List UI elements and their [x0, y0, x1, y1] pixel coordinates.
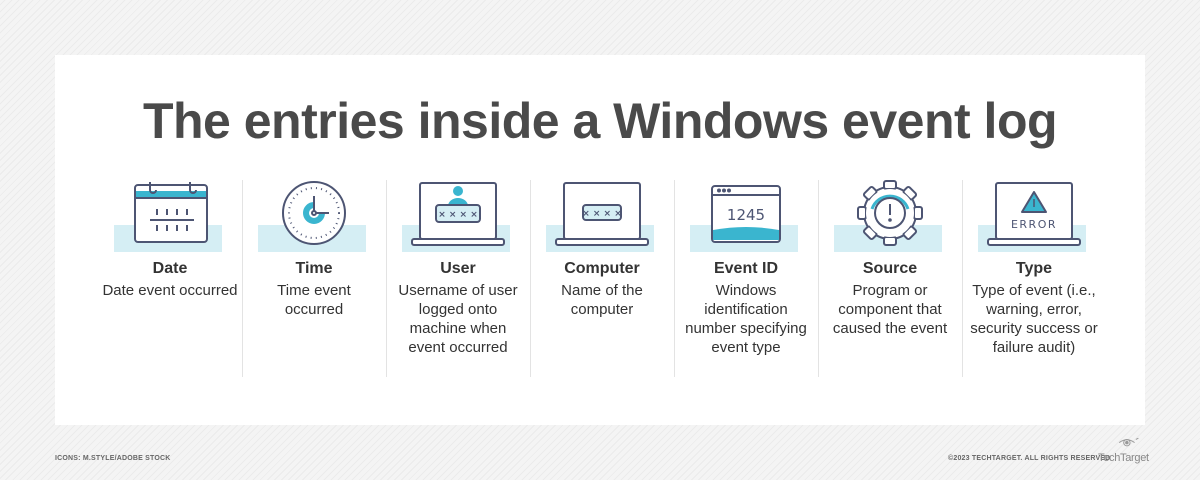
- divider: [962, 180, 963, 377]
- eye-icon: [1118, 437, 1139, 447]
- icon-credit: ICONS: M.STYLE/ADOBE STOCK: [55, 455, 171, 462]
- icon-text: ERROR: [1011, 218, 1057, 231]
- logo-text: TechTarget: [1098, 452, 1149, 464]
- divider: [242, 180, 243, 377]
- entry-time: Time Time event occurred: [242, 180, 386, 377]
- divider: [674, 180, 675, 377]
- entry-label: Computer: [564, 260, 640, 277]
- divider: [386, 180, 387, 377]
- laptop-error-icon: ERROR: [987, 182, 1081, 246]
- user-login-icon: × × × ×: [411, 182, 505, 246]
- svg-text:× × × ×: × × × ×: [582, 209, 622, 219]
- entry-description: Name of the computer: [561, 282, 643, 318]
- svg-text:× × × ×: × × × ×: [438, 210, 478, 220]
- entry-label: Time: [295, 260, 333, 277]
- entry-description: Program or component that caused the eve…: [832, 282, 948, 337]
- divider: [818, 180, 819, 377]
- entry-description: Date event occurred: [102, 282, 238, 299]
- page-title: The entries inside a Windows event log: [142, 93, 1058, 149]
- entry-source: Source Program or component that caused …: [818, 180, 962, 377]
- techtarget-logo: TechTarget: [1098, 436, 1149, 464]
- entry-user: × × × × User Username of user logged ont…: [386, 180, 530, 377]
- entry-description: Windows identification number specifying…: [685, 282, 807, 356]
- entry-label: Date: [152, 260, 188, 277]
- icon-text: 1245: [727, 206, 765, 224]
- calendar-icon: [134, 182, 208, 243]
- clock-icon: [282, 181, 346, 245]
- entry-date: Date Date event occurred: [98, 180, 242, 377]
- entry-description: Time event occurred: [277, 282, 351, 318]
- window-id-icon: 1245: [711, 185, 781, 243]
- divider: [530, 180, 531, 377]
- entry-label: Type: [1015, 260, 1053, 277]
- gear-alert-icon: [857, 180, 923, 246]
- entry-label: User: [440, 260, 476, 277]
- entry-description: Username of user logged onto machine whe…: [398, 282, 518, 356]
- entry-description: Type of event (i.e., warning, error, sec…: [970, 282, 1098, 356]
- entry-computer: × × × × Computer Name of the computer: [530, 180, 674, 377]
- copyright: ©2023 TECHTARGET. ALL RIGHTS RESERVED: [948, 455, 1111, 462]
- entry-label: Source: [862, 260, 918, 277]
- entry-event-id: 1245 Event ID Windows identification num…: [674, 180, 818, 377]
- entry-type: ERROR Type Type of event (i.e., warning,…: [962, 180, 1106, 377]
- laptop-password-icon: × × × ×: [555, 182, 649, 246]
- entry-label: Event ID: [713, 260, 778, 277]
